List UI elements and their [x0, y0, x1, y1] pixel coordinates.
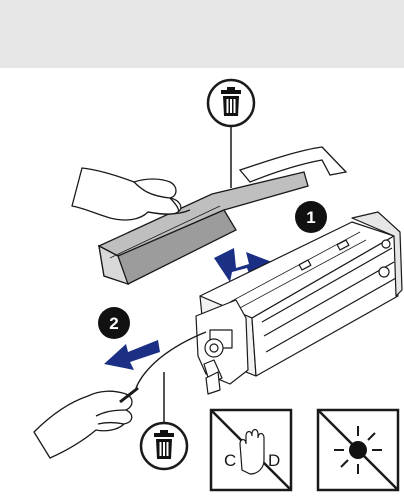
step-2-number: 2: [109, 314, 118, 333]
protective-cover: [97, 146, 348, 286]
no-light-icon: [316, 408, 400, 492]
header-bar: [0, 0, 404, 68]
step-1-number: 1: [306, 208, 315, 227]
trash-icon: [154, 430, 174, 459]
no-touch-label-d: D: [268, 451, 280, 470]
step-2-arrow: [104, 340, 160, 370]
no-touch-label-c: C: [224, 451, 236, 470]
step-1-arrow: [214, 248, 272, 282]
step-2-badge: 2: [98, 307, 130, 339]
trash-callout-bottom: [139, 372, 189, 471]
trash-icon: [221, 87, 241, 116]
drum-unit: [195, 211, 403, 395]
no-touch-icon: C D: [209, 408, 293, 492]
trash-callout-top: [206, 78, 256, 188]
step-1-badge: 1: [295, 201, 327, 233]
hand-holding-cover: [71, 167, 191, 221]
hand-pulling-tab: [33, 386, 139, 459]
pull-tab-wire: [135, 331, 207, 389]
